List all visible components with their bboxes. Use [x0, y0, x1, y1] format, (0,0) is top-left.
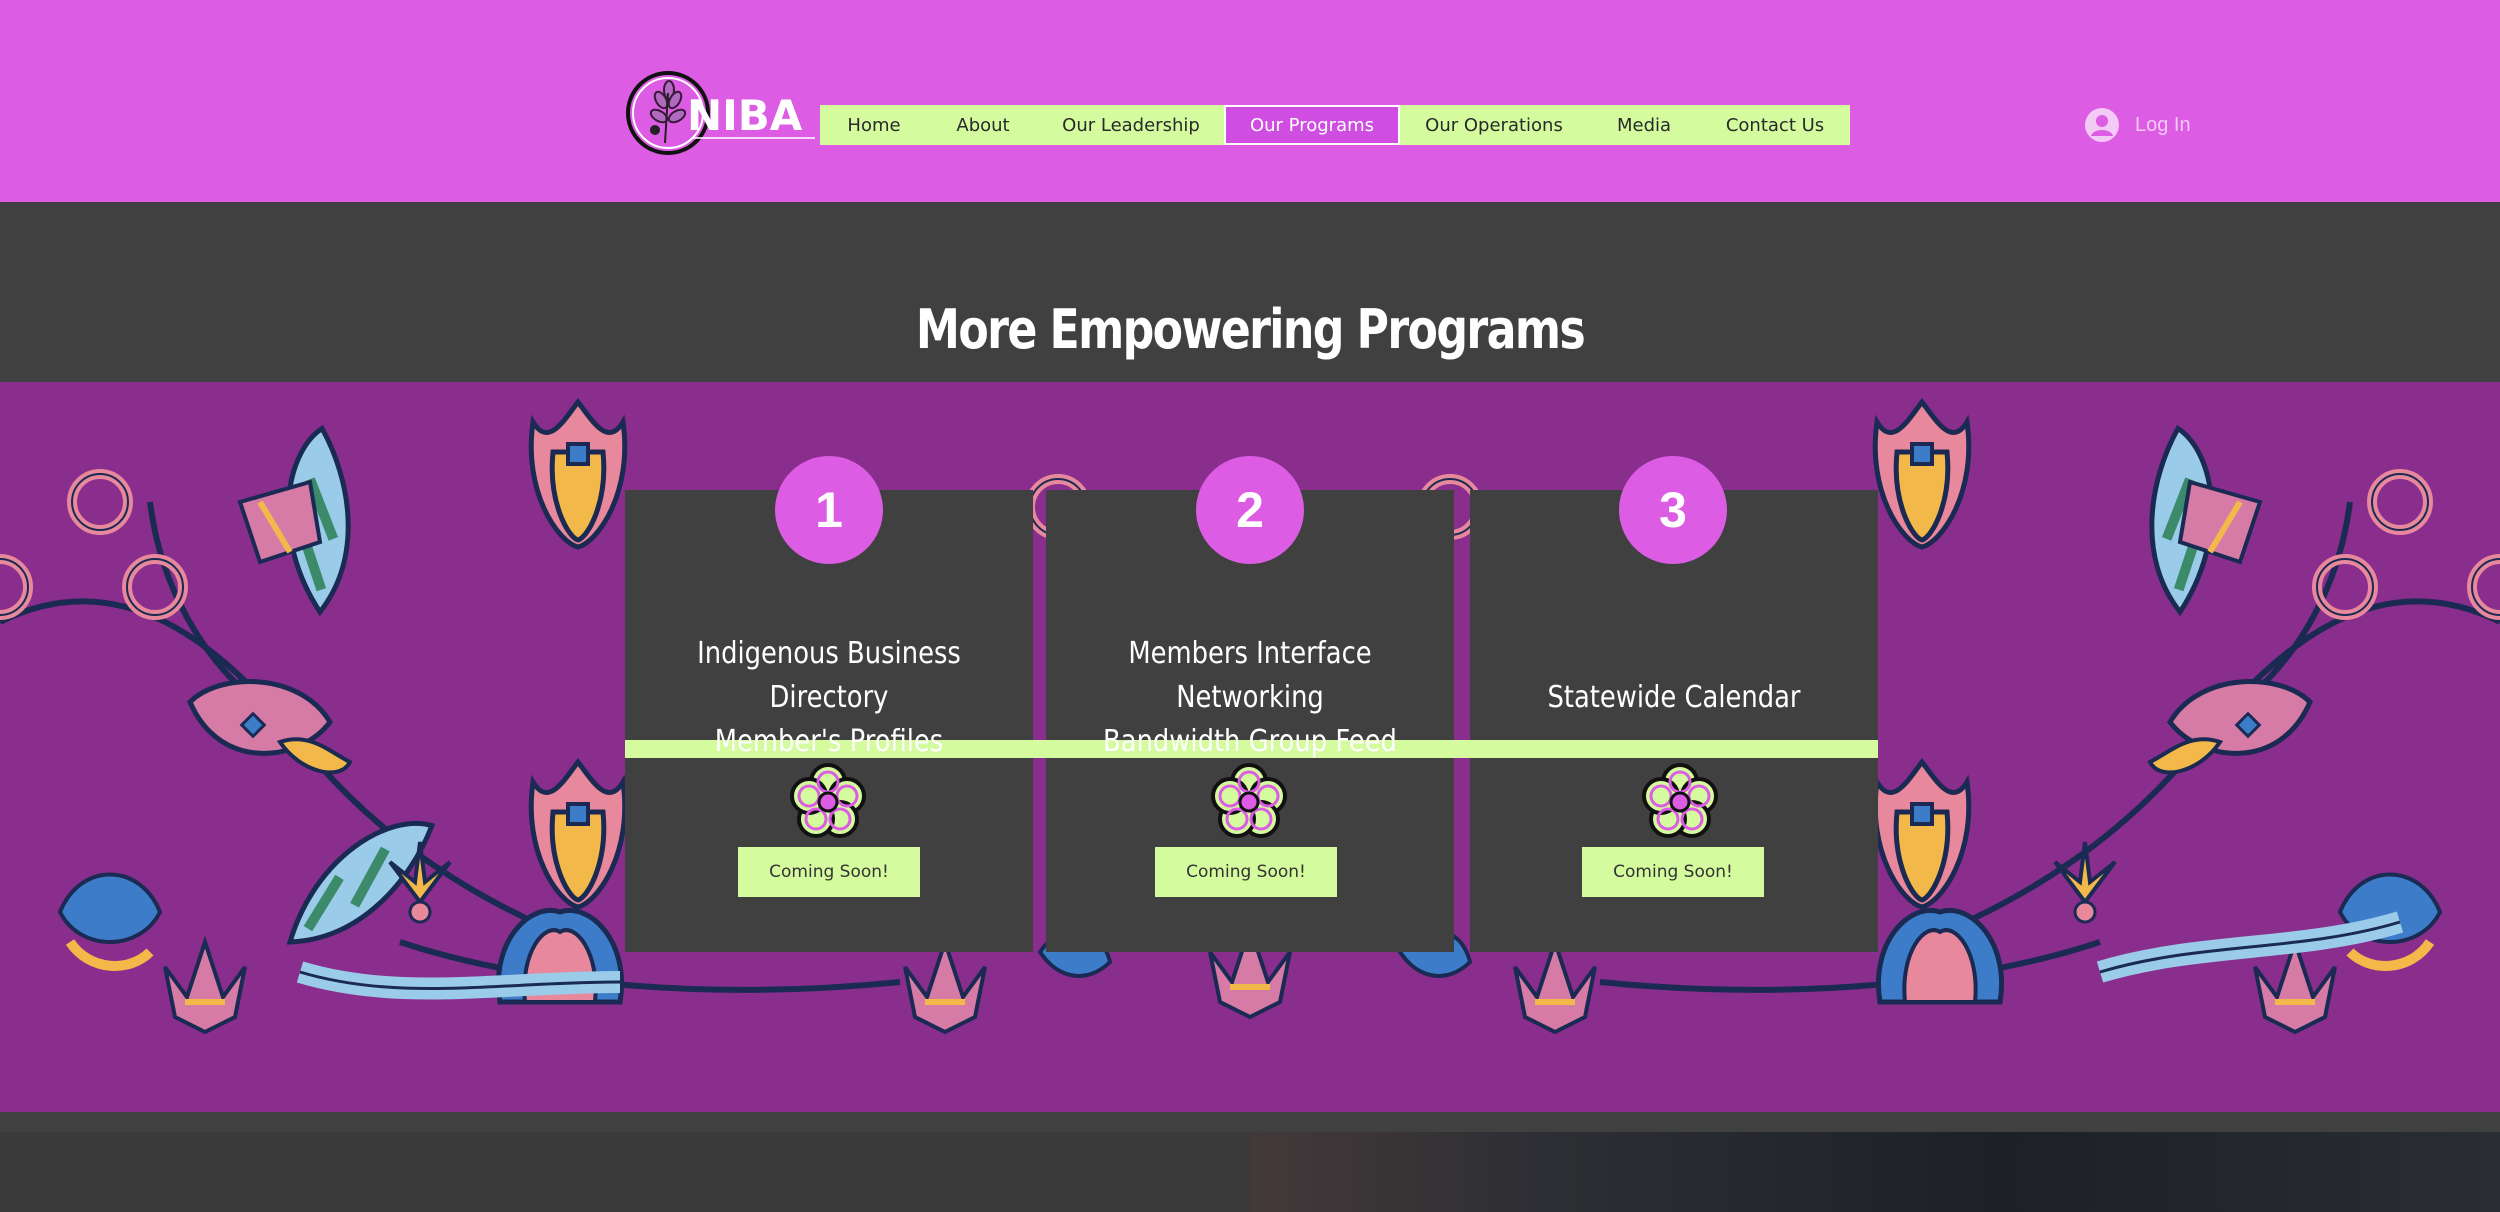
program-title-line: Indigenous Business Directory [697, 636, 961, 715]
login-button[interactable]: Log In [2085, 105, 2191, 145]
program-number-badge: 1 [775, 456, 883, 564]
flower-icon [790, 763, 866, 838]
coming-soon-button-1[interactable]: Coming Soon! [738, 847, 920, 897]
flower-icon [1211, 763, 1287, 838]
program-number-badge: 2 [1196, 456, 1304, 564]
nav-our-leadership[interactable]: Our Leadership [1062, 114, 1200, 136]
logo-icon: NIBA [626, 71, 815, 155]
nav-media[interactable]: Media [1616, 114, 1672, 136]
program-title-line: Members Interface Networking [1128, 636, 1372, 715]
nav-about[interactable]: About [956, 114, 1010, 136]
coming-soon-button-3[interactable]: Coming Soon! [1582, 847, 1764, 897]
user-avatar-icon [2085, 108, 2119, 142]
nav-our-operations[interactable]: Our Operations [1425, 114, 1563, 136]
login-label: Log In [2135, 113, 2191, 136]
program-title: Statewide Calendar [1499, 676, 1850, 720]
program-title-line: Member's Profiles [714, 724, 944, 759]
program-number-badge: 3 [1619, 456, 1727, 564]
program-title-line: Bandwidth Group Feed [1103, 724, 1397, 759]
section-header-band [0, 202, 2500, 382]
site-logo[interactable]: NIBA [625, 68, 820, 158]
program-title-line: Statewide Calendar [1547, 680, 1801, 715]
section-divider [0, 1112, 2500, 1132]
next-section-photo [1250, 1132, 2500, 1212]
coming-soon-button-2[interactable]: Coming Soon! [1155, 847, 1337, 897]
program-title: Members Interface Networking Bandwidth G… [1075, 632, 1426, 764]
nav-home[interactable]: Home [847, 114, 901, 136]
logo-wordmark: NIBA [687, 91, 803, 140]
nav-our-programs[interactable]: Our Programs [1224, 105, 1400, 145]
site-header: NIBA Home About Our Leadership Our Progr… [0, 0, 2500, 202]
section-title: More Empowering Programs [915, 298, 1586, 361]
program-title: Indigenous Business Directory Member's P… [654, 632, 1005, 764]
accent-divider [625, 740, 1878, 758]
nav-contact-us[interactable]: Contact Us [1725, 114, 1825, 136]
main-nav: Home About Our Leadership Our Programs O… [820, 105, 1850, 145]
flower-icon [1642, 763, 1718, 838]
